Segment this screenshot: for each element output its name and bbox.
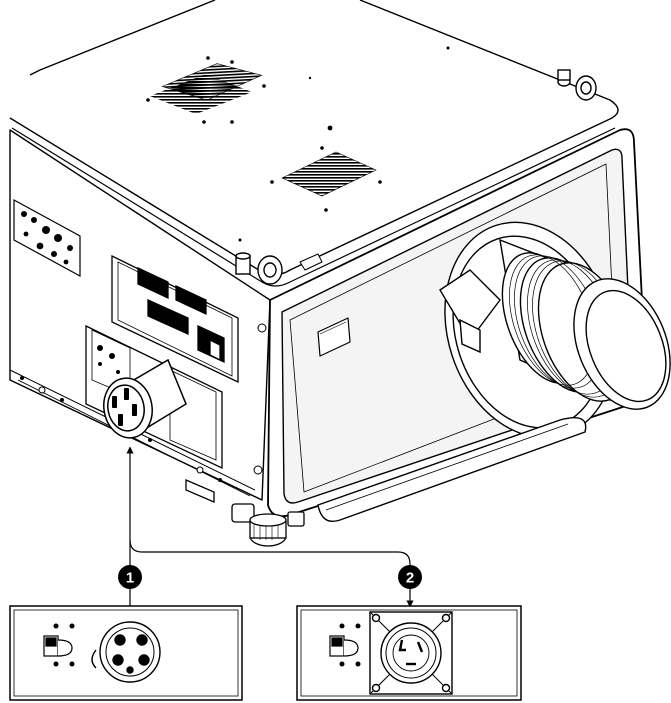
locking-power-inlet-icon [369, 611, 453, 695]
top-vent-grille-1 [150, 63, 263, 114]
input-board-panel [111, 254, 239, 384]
power-switch-icon [43, 635, 73, 657]
callout-number-2: 2 [406, 570, 414, 587]
eye-bolt-rear [557, 69, 597, 101]
detail-panel-1 [9, 605, 243, 701]
leader-line-branch [129, 539, 414, 608]
carry-handle [317, 417, 587, 523]
lens-icon [439, 221, 671, 439]
callout-marker-2: 2 [398, 565, 422, 589]
lifting-eye-bolts [235, 69, 597, 285]
power-switch-icon [329, 635, 359, 657]
callout-marker-1: 1 [118, 565, 142, 589]
power-inlet-connector-icon [103, 358, 187, 439]
top-vent-grille-2 [281, 151, 377, 197]
side-io-panel [13, 198, 81, 278]
panel-screws [38, 323, 267, 475]
eye-bolt-front [235, 252, 283, 285]
detail-panel-2 [296, 605, 522, 701]
adjustable-feet [185, 479, 305, 547]
vent-screw-dots [146, 46, 450, 242]
round-power-inlet [91, 621, 161, 683]
callout-number-1: 1 [126, 570, 134, 587]
front-logo-plate [317, 317, 351, 357]
